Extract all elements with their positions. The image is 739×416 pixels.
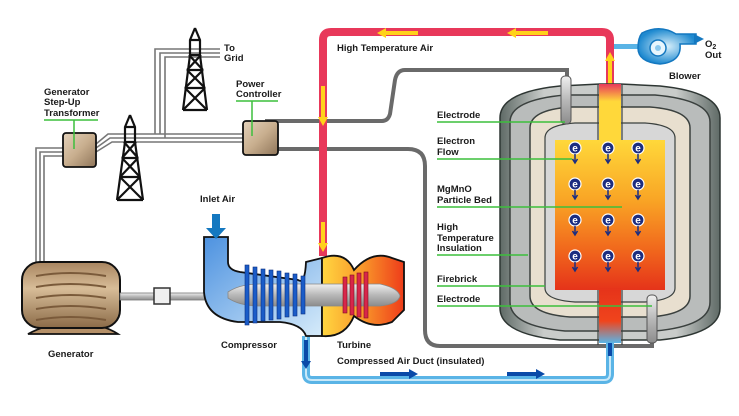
electron-icon: e — [631, 249, 645, 273]
electron-icon: e — [568, 141, 582, 165]
hot-flow-arrow-icon — [318, 28, 615, 252]
turbine-label: Turbine — [337, 340, 371, 351]
svg-text:e: e — [605, 144, 611, 155]
power-controller-label: Controller — [236, 89, 282, 100]
insulation-label: Temperature — [437, 233, 494, 244]
electron-icon: e — [601, 249, 615, 273]
electron-flow-label: Flow — [437, 147, 459, 158]
compressor-blade — [284, 272, 290, 318]
generator-label: Generator — [48, 349, 94, 360]
svg-text:e: e — [635, 252, 641, 263]
electron-icon: e — [631, 141, 645, 165]
svg-text:e: e — [605, 180, 611, 191]
blade-rows — [244, 264, 369, 326]
insulation-label: High — [437, 222, 458, 233]
electron-icon: e — [568, 177, 582, 201]
transformer-label: Step-Up — [44, 97, 81, 108]
particle-bed-label: MgMnO — [437, 184, 472, 195]
o2-label: O2 — [705, 39, 716, 51]
turbine-blade — [349, 274, 355, 316]
reactor-leader-lines — [437, 121, 652, 307]
transmission-tower-icon — [181, 27, 209, 112]
svg-text:e: e — [605, 216, 611, 227]
compressor-blade — [252, 266, 258, 324]
electron-icon: e — [601, 141, 615, 165]
electrode-bottom — [646, 294, 658, 344]
electron-icon: e — [568, 249, 582, 273]
svg-text:e: e — [572, 180, 578, 191]
compressor-blade — [292, 273, 298, 317]
electrode-top — [560, 75, 572, 125]
step-up-transformer — [62, 132, 97, 168]
particle-bed-label: Particle Bed — [437, 195, 492, 206]
power-controller — [242, 120, 279, 156]
shaft-coupling — [153, 287, 171, 305]
electrode-bottom-label: Electrode — [437, 294, 480, 305]
blower-icon — [614, 28, 704, 65]
svg-text:e: e — [572, 144, 578, 155]
compressed-air-duct — [302, 320, 614, 384]
transmission-tower-icon — [115, 114, 145, 202]
transformer-label: Transformer — [44, 108, 100, 119]
power-controller-label: Power — [236, 79, 265, 90]
electron-icon: e — [631, 177, 645, 201]
out-label: Out — [705, 50, 722, 61]
turbine-blade — [356, 272, 362, 318]
turbine-blade — [342, 276, 348, 314]
power-wires — [35, 48, 244, 262]
compressed-air-duct-label: Compressed Air Duct (insulated) — [337, 356, 484, 367]
electron-icon: e — [631, 213, 645, 237]
compressor-blade — [300, 275, 306, 315]
controller-wires — [265, 68, 654, 348]
firebrick-label: Firebrick — [437, 274, 478, 285]
generator-icon — [21, 261, 121, 335]
inlet-air-label: Inlet Air — [200, 194, 235, 205]
turbine-blade — [363, 271, 369, 319]
insulation-label: Insulation — [437, 243, 482, 254]
to-grid-label: To — [224, 43, 235, 54]
electron-flow-markers: e e e e e e e e e e e e — [568, 141, 645, 273]
compressor-blade — [244, 264, 250, 326]
to-grid-label: Grid — [224, 53, 244, 64]
svg-text:e: e — [635, 216, 641, 227]
svg-text:e: e — [635, 180, 641, 191]
reactor-vessel — [499, 83, 721, 345]
svg-text:e: e — [572, 252, 578, 263]
transformer-label: Generator — [44, 87, 90, 98]
electrode-top-label: Electrode — [437, 110, 480, 121]
svg-text:e: e — [572, 216, 578, 227]
svg-text:e: e — [605, 252, 611, 263]
compressor-label: Compressor — [221, 340, 277, 351]
compressor-blade — [268, 269, 274, 321]
compressor-blade — [260, 268, 266, 322]
high-temperature-air-label: High Temperature Air — [337, 43, 433, 54]
blower-label: Blower — [669, 71, 701, 82]
electron-icon: e — [601, 213, 615, 237]
electron-icon: e — [601, 177, 615, 201]
electron-icon: e — [568, 213, 582, 237]
svg-text:e: e — [635, 144, 641, 155]
electron-flow-label: Electron — [437, 136, 475, 147]
compressor-blade — [276, 270, 282, 320]
